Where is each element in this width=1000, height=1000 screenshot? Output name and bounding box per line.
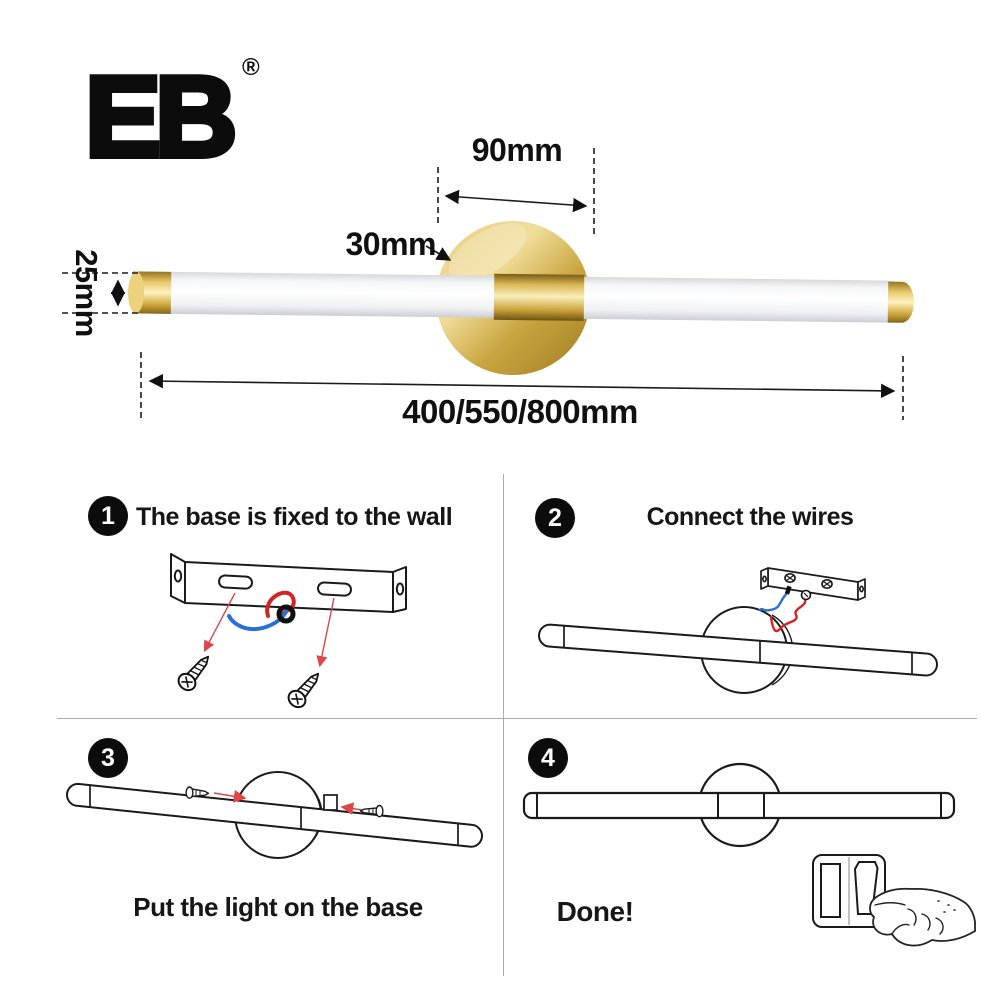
step-4-number: 4	[541, 743, 555, 772]
lamp-line-drawing	[538, 606, 938, 694]
base-depth-pointer-arrow	[425, 245, 452, 261]
wire-connector	[784, 585, 792, 595]
wire-grommet-ring	[276, 604, 296, 624]
step-3-badge: 3	[88, 738, 128, 778]
step-1-number: 1	[101, 501, 115, 530]
step-2-title: Connect the wires	[646, 503, 854, 531]
step-4-badge: 4	[528, 738, 568, 778]
step-1-illustration	[170, 553, 407, 712]
step-3-caption: Put the light on the base	[133, 892, 423, 922]
base-diameter-label: 90mm	[471, 132, 563, 168]
screw-icon	[185, 786, 210, 799]
screw-icon	[359, 804, 384, 818]
step-2-illustration	[538, 567, 938, 694]
step-3-illustration	[66, 771, 483, 859]
light-switch-drawing	[812, 854, 886, 928]
step-2-number: 2	[548, 503, 562, 532]
base-depth-label: 30mm	[345, 226, 437, 262]
blue-wire	[227, 610, 288, 632]
base-diameter-arrow	[444, 189, 588, 213]
blue-wire	[758, 590, 790, 612]
lamp-line-drawing	[66, 771, 483, 859]
wall-bracket-drawing	[170, 553, 407, 613]
step-1-title: The base is fixed to the wall	[136, 503, 453, 531]
screw-icon	[174, 649, 217, 695]
step-4-caption: Done!	[556, 896, 634, 927]
grid-divider-horizontal	[57, 718, 977, 719]
registered-trademark-icon: ®	[242, 54, 260, 81]
logo-text: EB	[85, 58, 233, 172]
wall-bracket-drawing	[760, 567, 866, 601]
step-2-badge: 2	[535, 498, 575, 538]
bracket-screw-head	[784, 572, 796, 584]
wall-lamp	[128, 221, 914, 375]
tube-center-band	[493, 273, 585, 321]
wire-connector-slot	[803, 592, 809, 598]
brand-logo-letters: EB	[85, 58, 242, 172]
screw-direction-arrow	[316, 597, 335, 668]
brand-logo: EB ®	[85, 54, 285, 180]
red-wire	[769, 596, 807, 633]
switch-rocker-left	[820, 863, 841, 918]
dimension-lines	[62, 148, 904, 420]
lamp-line-drawing	[522, 762, 956, 848]
product-dimension-drawing	[62, 148, 914, 420]
tube-end-cap-right	[887, 281, 914, 323]
insert-direction-arrow	[213, 790, 247, 803]
length-arrow	[148, 373, 896, 399]
tube-diameter-label: 25mm	[69, 249, 104, 337]
step-4-illustration	[522, 762, 976, 947]
step-1-badge: 1	[88, 496, 128, 536]
screw-direction-arrow	[203, 592, 236, 652]
grid-divider-vertical	[503, 474, 504, 976]
screw-icon	[284, 666, 327, 712]
base-highlight	[448, 223, 527, 281]
pressing-hand-drawing	[869, 887, 976, 947]
tube-end-cap-left-face	[128, 271, 145, 314]
bracket-screw-head	[821, 578, 833, 590]
step-3-number: 3	[101, 743, 115, 772]
length-options-label: 400/550/800mm	[402, 393, 638, 430]
mount-tab	[323, 794, 338, 811]
